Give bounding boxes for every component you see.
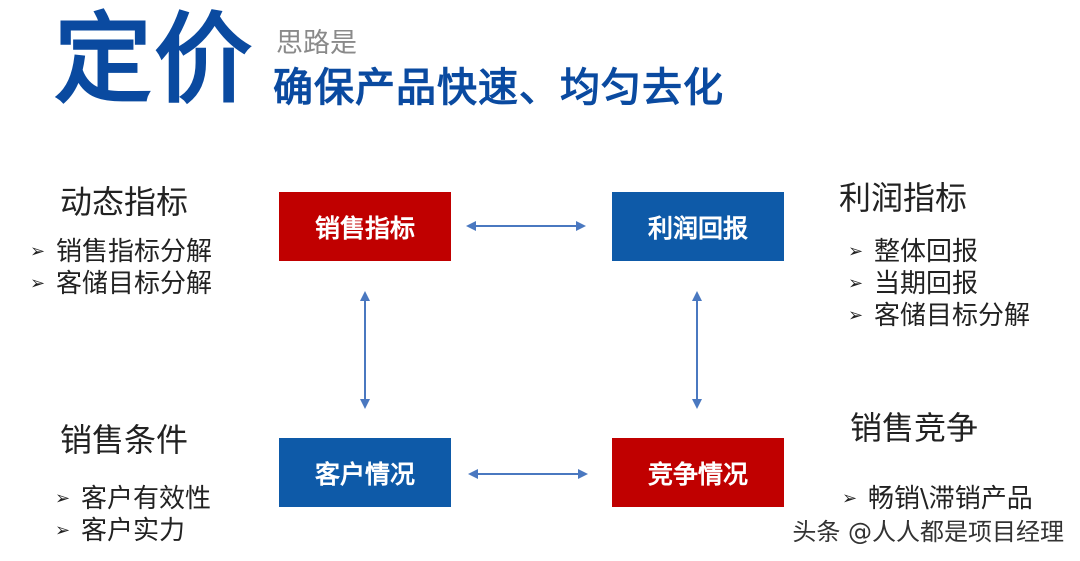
bullet-arrow-icon: ➢ [842, 488, 858, 509]
bullet-arrow-icon: ➢ [30, 273, 46, 294]
list-item-text: 整体回报 [874, 237, 979, 267]
list-dynamic-indicators: ➢ 销售指标分解 ➢ 客储目标分解 [30, 236, 212, 300]
list-sales-competition: ➢ 畅销\滞销产品 [842, 483, 1033, 515]
page-title: 定价 [54, 3, 255, 117]
list-item: ➢ 客户实力 [55, 515, 211, 547]
heading-sales-competition: 销售竞争 [850, 409, 979, 447]
list-item-text: 畅销\滞销产品 [868, 484, 1033, 514]
watermark: 头条 @人人都是项目经理 [792, 518, 1064, 546]
bullet-arrow-icon: ➢ [848, 273, 864, 294]
list-item-text: 客储目标分解 [56, 269, 213, 299]
list-sales-conditions: ➢ 客户有效性 ➢ 客户实力 [55, 483, 211, 547]
list-item: ➢ 整体回报 [848, 236, 1030, 268]
list-item-text: 客储目标分解 [874, 301, 1031, 331]
list-item: ➢ 当期回报 [848, 268, 1030, 300]
list-item-text: 客户有效性 [81, 484, 212, 514]
heading-dynamic-indicators: 动态指标 [60, 183, 189, 221]
box-customer-situation-label: 客户情况 [314, 459, 415, 489]
bullet-arrow-icon: ➢ [848, 241, 864, 262]
box-competition-situation-label: 竞争情况 [647, 459, 748, 489]
box-profit-return: 利润回报 [612, 192, 784, 261]
list-item: ➢ 畅销\滞销产品 [842, 483, 1033, 515]
bullet-arrow-icon: ➢ [55, 520, 71, 541]
subtitle-main: 确保产品快速、均匀去化 [273, 65, 724, 111]
bullet-arrow-icon: ➢ [30, 241, 46, 262]
subtitle-lead: 思路是 [276, 28, 357, 59]
box-customer-situation: 客户情况 [279, 438, 451, 507]
box-profit-return-label: 利润回报 [647, 213, 748, 243]
list-item: ➢ 客储目标分解 [848, 300, 1030, 332]
bullet-arrow-icon: ➢ [848, 305, 864, 326]
heading-sales-conditions: 销售条件 [60, 421, 189, 459]
list-item: ➢ 客户有效性 [55, 483, 211, 515]
list-item-text: 销售指标分解 [56, 237, 213, 267]
list-item: ➢ 客储目标分解 [30, 268, 212, 300]
heading-profit-indicators: 利润指标 [839, 179, 968, 217]
box-sales-target-label: 销售指标 [314, 213, 415, 243]
list-item-text: 客户实力 [81, 516, 186, 546]
box-sales-target: 销售指标 [279, 192, 451, 261]
list-profit-indicators: ➢ 整体回报 ➢ 当期回报 ➢ 客储目标分解 [848, 236, 1030, 332]
box-competition-situation: 竞争情况 [612, 438, 784, 507]
bullet-arrow-icon: ➢ [55, 488, 71, 509]
list-item: ➢ 销售指标分解 [30, 236, 212, 268]
list-item-text: 当期回报 [874, 269, 979, 299]
